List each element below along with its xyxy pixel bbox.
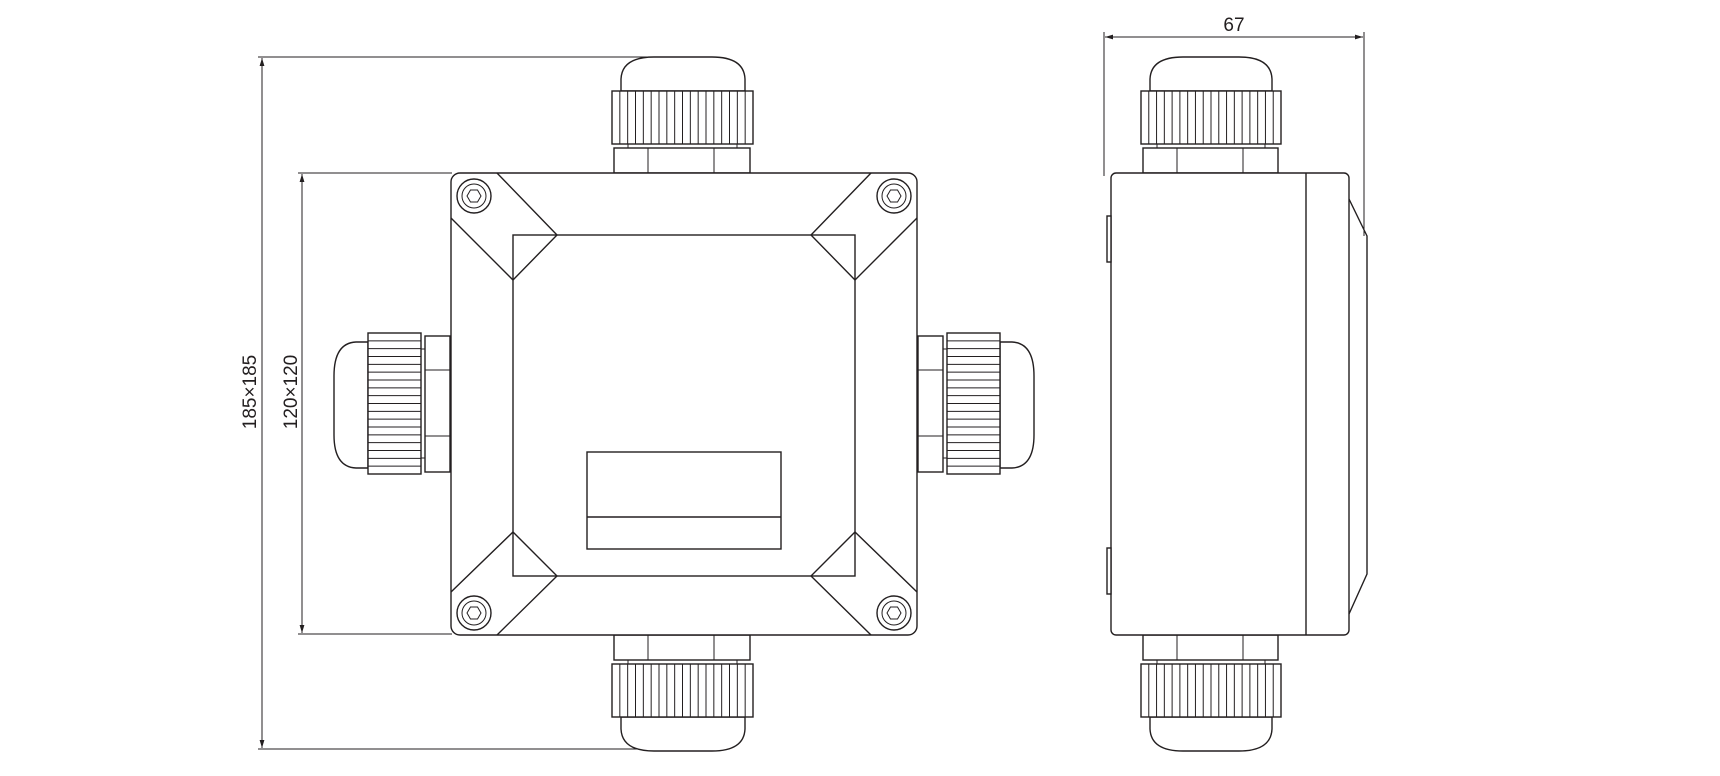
dimension-label-depth: 67: [1223, 15, 1244, 36]
hex-socket-screw-icon: [456, 178, 492, 214]
side-tab: [1106, 215, 1112, 263]
front-view: [333, 56, 1035, 752]
side-view: [1106, 56, 1368, 752]
cable-gland-icon: [917, 332, 1035, 475]
dimension-enclosure: 120×120: [281, 172, 452, 635]
enclosure-lid: [512, 234, 856, 577]
cable-gland-icon: [611, 634, 754, 752]
dimension-overall: 185×185: [240, 56, 676, 750]
side-lid-bevel: [1348, 198, 1368, 615]
enclosure-body: [450, 172, 918, 636]
cable-gland-icon: [1140, 56, 1282, 174]
hex-socket-screw-icon: [456, 595, 492, 631]
side-tab: [1106, 547, 1112, 595]
hex-socket-screw-icon: [876, 178, 912, 214]
cable-gland-icon: [1140, 634, 1282, 752]
hex-socket-screw-icon: [876, 595, 912, 631]
cable-gland-icon: [611, 56, 754, 174]
cable-gland-icon: [333, 332, 451, 475]
dimension-label-enclosure: 120×120: [281, 355, 302, 430]
dimension-depth: 67: [1103, 15, 1365, 236]
label-plate: [586, 451, 782, 550]
corner-boss: [450, 172, 918, 636]
side-body: [1110, 172, 1350, 636]
dimension-label-overall: 185×185: [240, 355, 261, 430]
